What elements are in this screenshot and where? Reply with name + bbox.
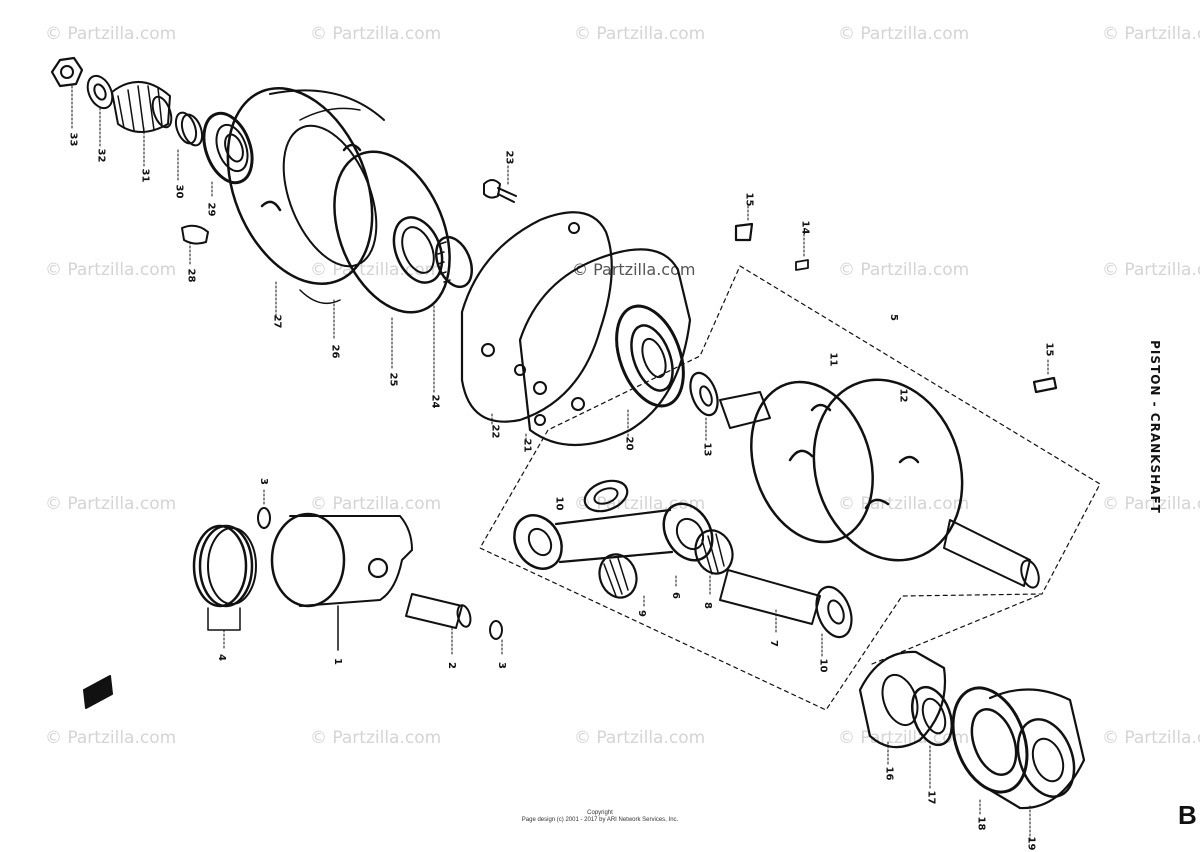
watermark: © Partzilla.com bbox=[45, 494, 177, 514]
part-connecting-rod-6[interactable] bbox=[505, 495, 722, 577]
part-drive-plate-25[interactable] bbox=[312, 135, 471, 330]
part-number-label: 23 bbox=[503, 150, 515, 165]
part-number-label: 3 bbox=[495, 662, 507, 669]
part-bolt-23[interactable] bbox=[483, 179, 517, 203]
part-piston-rings-4[interactable] bbox=[192, 524, 257, 631]
diagram-title: PISTON - CRANKSHAFT bbox=[1148, 340, 1162, 514]
watermark: © Partzilla.com bbox=[574, 24, 706, 44]
part-oring-17[interactable] bbox=[905, 682, 959, 751]
watermark: © Partzilla.com bbox=[1102, 260, 1200, 280]
watermark: © Partzilla.com bbox=[838, 260, 970, 280]
part-bearing-18[interactable] bbox=[940, 678, 1041, 803]
watermark: © Partzilla.com bbox=[45, 260, 177, 280]
part-number-label: 5 bbox=[887, 314, 899, 321]
part-bearing-20[interactable] bbox=[604, 297, 696, 415]
part-number-label: 25 bbox=[387, 372, 399, 387]
part-number-label: 31 bbox=[139, 168, 151, 183]
part-plate-26[interactable] bbox=[299, 107, 361, 305]
part-washer-32[interactable] bbox=[83, 72, 117, 112]
copyright-line-1: Copyright bbox=[587, 810, 613, 816]
part-washer-13[interactable] bbox=[685, 369, 723, 419]
part-key-15b[interactable] bbox=[1032, 376, 1058, 394]
part-number-label: 4 bbox=[215, 654, 227, 661]
part-number-label: 18 bbox=[975, 816, 987, 831]
part-number-label: 33 bbox=[67, 132, 79, 147]
part-number-label: 6 bbox=[669, 592, 681, 599]
page-corner-mark: B bbox=[1178, 800, 1197, 830]
part-number-label: 3 bbox=[257, 478, 269, 485]
part-number-label: 28 bbox=[185, 268, 197, 283]
watermark: © Partzilla.com bbox=[574, 494, 706, 514]
part-number-label: 17 bbox=[925, 790, 937, 805]
part-crank-pin-7[interactable] bbox=[719, 569, 821, 625]
part-number-label: 7 bbox=[767, 640, 779, 647]
part-piston-pin-2[interactable] bbox=[405, 593, 473, 629]
part-number-label: 15 bbox=[743, 192, 755, 207]
part-washer-10b[interactable] bbox=[810, 582, 858, 642]
part-number-label: 15 bbox=[1043, 342, 1055, 357]
crankshaft-group-outline bbox=[479, 265, 1101, 711]
part-number-label: 14 bbox=[799, 220, 811, 235]
part-key-15[interactable] bbox=[734, 222, 754, 242]
part-crankshaft-half-11[interactable] bbox=[719, 366, 893, 558]
watermark: © Partzilla.com bbox=[310, 24, 442, 44]
watermark: © Partzilla.com bbox=[310, 494, 442, 514]
watermark: © Partzilla.com bbox=[574, 728, 706, 748]
part-nut-33[interactable] bbox=[50, 56, 84, 88]
watermark: © Partzilla.com bbox=[45, 728, 177, 748]
part-crankshaft-half-12[interactable] bbox=[791, 360, 1042, 590]
part-number-label: 11 bbox=[827, 352, 839, 367]
copyright-notice: Copyright Page design (c) 2001 - 2017 by… bbox=[470, 810, 730, 824]
part-number-label: 30 bbox=[173, 184, 185, 199]
watermark: © Partzilla.com bbox=[1102, 728, 1200, 748]
part-crankcase-21[interactable] bbox=[514, 248, 692, 446]
part-gear-24[interactable] bbox=[429, 232, 478, 292]
part-number-label: 20 bbox=[623, 436, 635, 451]
watermark: © Partzilla.com bbox=[838, 24, 970, 44]
watermark: © Partzilla.com bbox=[1102, 494, 1200, 514]
part-number-label: 27 bbox=[271, 314, 283, 329]
part-circlip-3a[interactable] bbox=[257, 507, 271, 529]
watermark: © Partzilla.com bbox=[310, 728, 442, 748]
part-number-label: 2 bbox=[445, 662, 457, 669]
part-oil-seal-19[interactable] bbox=[988, 688, 1086, 810]
part-circlip-3b[interactable] bbox=[489, 620, 503, 640]
part-number-label: 13 bbox=[701, 442, 713, 457]
part-gear-31[interactable] bbox=[111, 80, 175, 133]
part-key-14[interactable] bbox=[795, 259, 809, 271]
part-number-label: 12 bbox=[897, 388, 909, 403]
part-number-label: 16 bbox=[883, 766, 895, 781]
part-washer-10a[interactable] bbox=[581, 475, 632, 516]
part-number-label: 29 bbox=[205, 202, 217, 217]
part-clutch-housing-27[interactable] bbox=[201, 67, 400, 306]
part-number-label: 1 bbox=[331, 658, 343, 665]
part-needle-bearing-8[interactable] bbox=[690, 525, 739, 579]
watermark: © Partzilla.com bbox=[1102, 24, 1200, 44]
leader-lines bbox=[71, 85, 1049, 843]
part-number-label: 19 bbox=[1025, 836, 1037, 851]
part-pin-28[interactable] bbox=[181, 224, 209, 245]
copyright-line-2: Page design (c) 2001 - 2017 by ARI Netwo… bbox=[521, 817, 679, 823]
watermark-center: © Partzilla.com bbox=[572, 260, 696, 279]
part-number-label: 22 bbox=[489, 424, 501, 439]
part-crankcase-cover-22[interactable] bbox=[460, 211, 613, 426]
part-number-label: 26 bbox=[329, 344, 341, 359]
part-needle-bearing-9[interactable] bbox=[594, 549, 643, 603]
part-piston-1[interactable] bbox=[270, 512, 413, 651]
part-spacer-30[interactable] bbox=[172, 110, 206, 148]
part-number-label: 10 bbox=[817, 658, 829, 673]
part-number-label: 24 bbox=[429, 394, 441, 409]
part-number-label: 10 bbox=[553, 496, 565, 511]
watermark: © Partzilla.com bbox=[45, 24, 177, 44]
part-number-label: 32 bbox=[95, 148, 107, 163]
front-arrow-icon bbox=[83, 675, 113, 709]
part-number-label: 9 bbox=[635, 610, 647, 617]
part-number-label: 8 bbox=[701, 602, 713, 609]
part-number-label: 21 bbox=[521, 438, 533, 453]
